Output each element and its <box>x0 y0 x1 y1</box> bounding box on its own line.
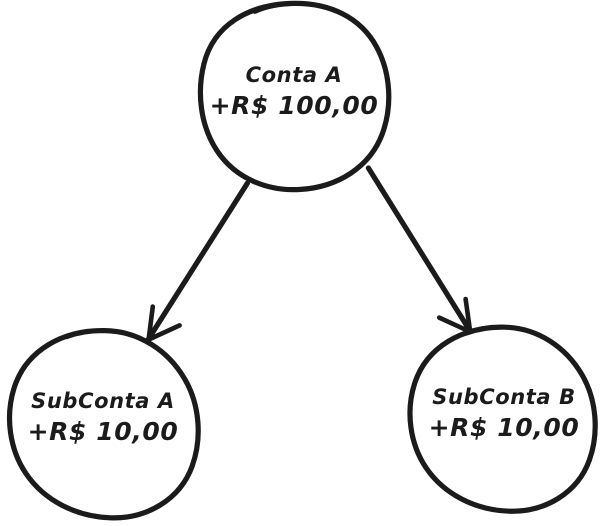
node-child-a-circle[interactable] <box>6 327 201 521</box>
arrowhead-left-barb-b <box>146 323 182 342</box>
edge-root-to-child-b[interactable] <box>365 165 473 335</box>
arrowhead-right-barb-a <box>463 296 473 335</box>
node-root-circle[interactable] <box>197 0 392 193</box>
arrowhead-left-barb-a <box>146 304 156 342</box>
arrowhead-right-barb-b <box>436 315 473 335</box>
edge-root-to-child-a[interactable] <box>146 180 250 342</box>
node-child-b-circle[interactable] <box>407 324 598 514</box>
